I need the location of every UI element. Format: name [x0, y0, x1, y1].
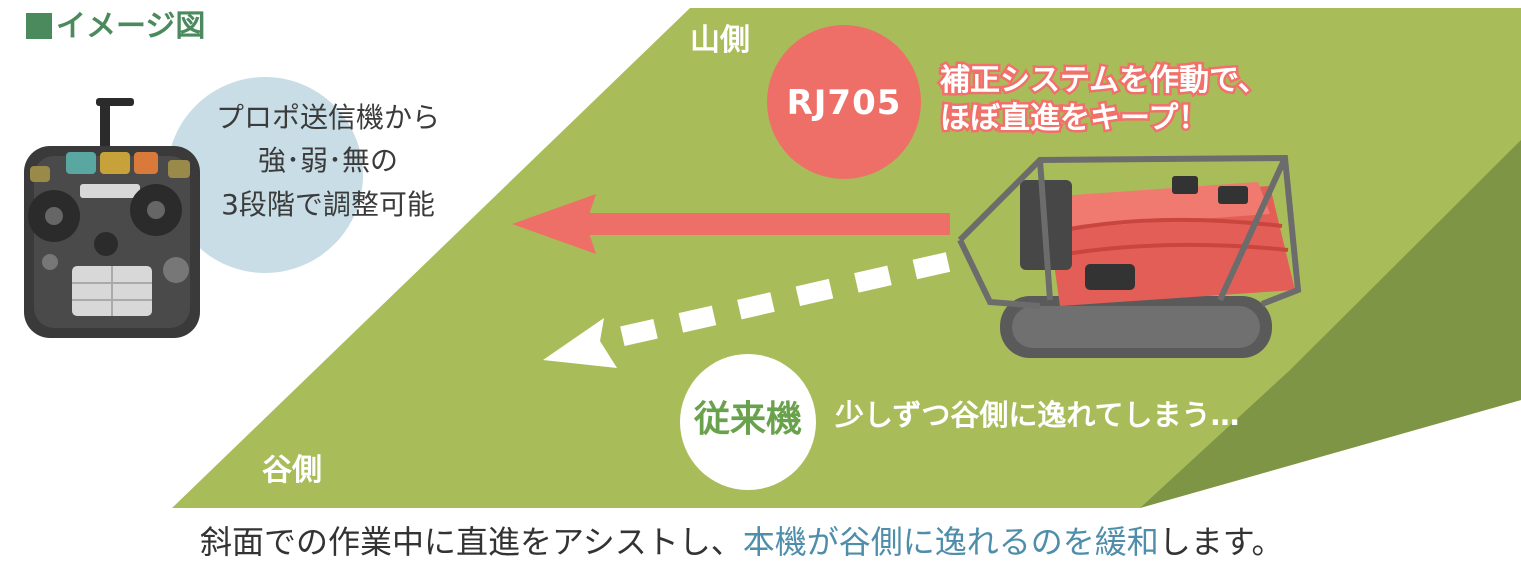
- legend-square-icon: [26, 13, 52, 39]
- controller-line-1: プロポ送信機から: [215, 101, 440, 134]
- mountain-side-label: 山側: [690, 23, 750, 58]
- feature-line-2: ほぼ直進をキープ！: [938, 98, 1211, 138]
- caption-part-1: 斜面での作業中に直進をアシストし、: [200, 523, 743, 561]
- slope-shadow: [1140, 140, 1521, 508]
- caption: 斜面での作業中に直進をアシストし、本機が谷側に逸れるのを緩和します。: [200, 526, 1284, 558]
- controller-line-3: 3段階で調整可能: [221, 187, 435, 221]
- caption-highlight: 本機が谷側に逸れるのを緩和: [742, 523, 1159, 561]
- model-badge: [767, 25, 921, 179]
- legend-title-text: イメージ図: [56, 9, 206, 44]
- controller-bubble: [167, 77, 363, 273]
- controller-line-2: 強･弱･無の: [257, 144, 398, 178]
- model-name: RJ705: [786, 83, 902, 123]
- drift-path-arrow: [543, 252, 951, 368]
- caption-part-2: します。: [1158, 523, 1284, 561]
- slope-field: [172, 8, 1521, 508]
- feature-description: 補正システムを作動で、 ほぼ直進をキープ！: [938, 61, 1271, 138]
- valley-side-label: 谷側: [262, 453, 322, 488]
- mower-machine-icon: [957, 154, 1302, 358]
- feature-line-1: 補正システムを作動で、: [938, 61, 1271, 101]
- legend-title: イメージ図: [26, 12, 205, 42]
- controller-bubble-text: プロポ送信機から 強･弱･無の 3段階で調整可能: [178, 96, 478, 226]
- straight-path-arrow: [512, 194, 950, 254]
- conventional-label: 従来機: [693, 399, 802, 440]
- conventional-description: 少しずつ谷側に逸れてしまう…: [835, 398, 1240, 432]
- conventional-badge: [680, 354, 816, 490]
- remote-controller-icon: [24, 98, 200, 338]
